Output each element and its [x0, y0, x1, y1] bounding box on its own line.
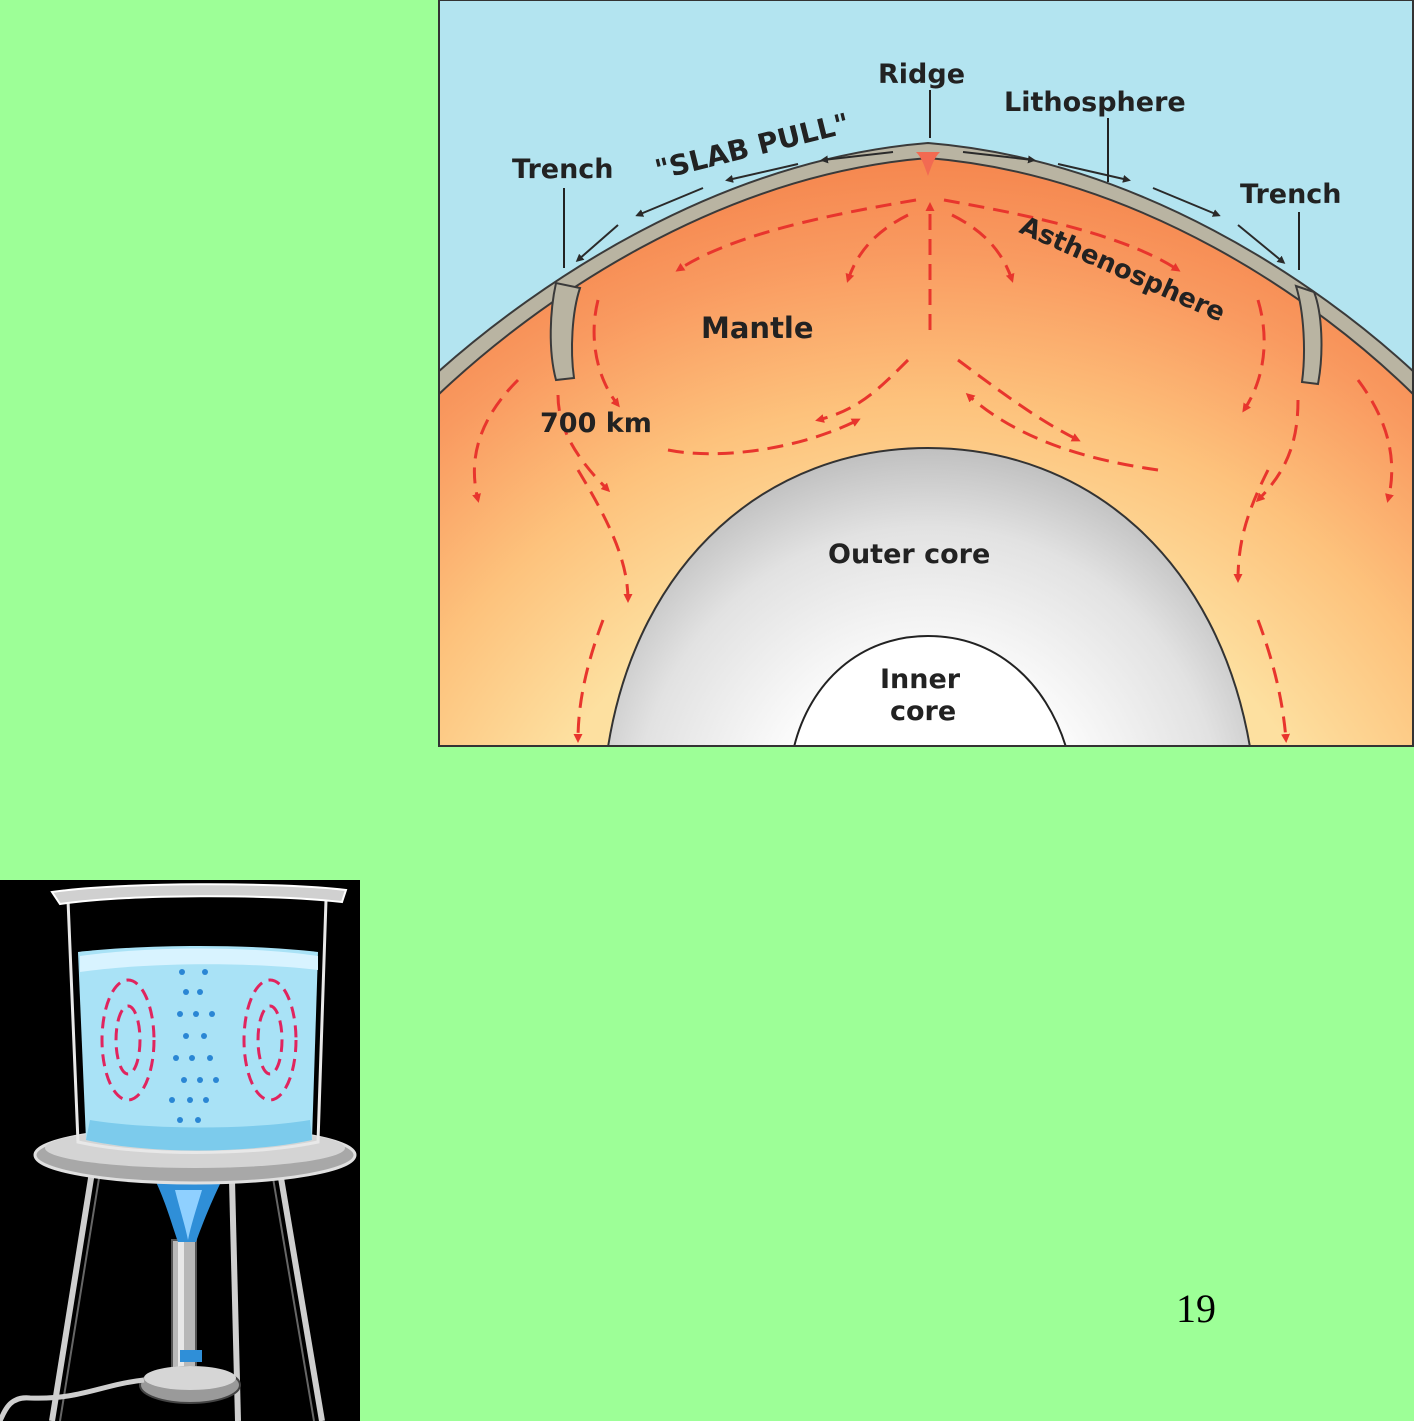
- convection-arrows: [472, 198, 1394, 743]
- lithosphere-plate: [438, 141, 1414, 397]
- lithosphere-label: Lithosphere: [1004, 87, 1186, 118]
- diagram-border: [438, 0, 1414, 747]
- trench-right-label: Trench: [1240, 179, 1342, 210]
- rising-bubbles: [169, 969, 219, 1123]
- inner-core-label-line1: Inner: [880, 664, 961, 695]
- mantle-label: Mantle: [701, 311, 814, 345]
- mantle-convection-diagram: Ridge Lithosphere Trench "SLAB PULL" Tre…: [438, 0, 1414, 747]
- subducting-slab-right: [1294, 284, 1323, 386]
- ridge-label: Ridge: [878, 59, 965, 90]
- outer-core-label: Outer core: [828, 539, 990, 570]
- outer-core: [606, 446, 1252, 747]
- beaker: [50, 883, 348, 1154]
- bunsen-burner: [0, 1239, 241, 1421]
- subducting-slab-left: [549, 281, 582, 382]
- ridge-upwelling: [916, 152, 940, 176]
- beaker-convection-illustration: [0, 880, 360, 1421]
- depth-label: 700 km: [540, 408, 652, 439]
- plate-motion-arrows: [575, 151, 1286, 264]
- inner-core-label-line2: core: [890, 696, 956, 727]
- inner-core: [792, 634, 1068, 747]
- trench-left-label: Trench: [512, 154, 614, 185]
- page-number: 19: [1176, 1286, 1216, 1331]
- water-convection-currents: [100, 978, 298, 1102]
- label-leader-lines: [563, 90, 1300, 270]
